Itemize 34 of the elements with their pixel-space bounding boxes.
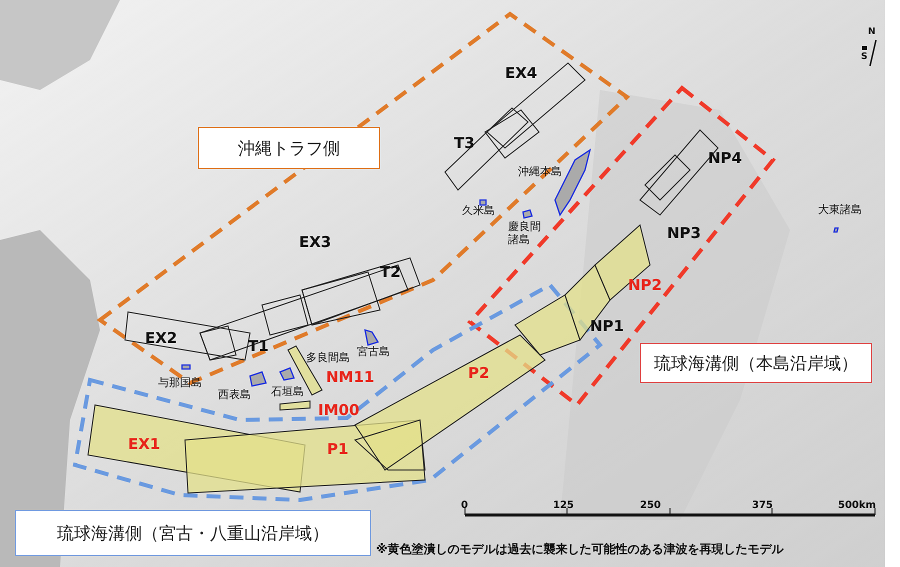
region-label-box	[640, 343, 872, 383]
region-name: 琉球海溝側（本島沿岸域）	[654, 352, 858, 374]
compass-letter: N	[868, 28, 876, 37]
model-label: P1	[327, 442, 348, 457]
island-label: 多良間島	[306, 352, 350, 363]
island-label: 慶良間諸島	[508, 221, 542, 246]
island-label: 宮古島	[357, 346, 390, 357]
compass-letter: S	[861, 53, 868, 62]
island-label: 久米島	[462, 205, 495, 216]
model-label: T3	[454, 136, 475, 151]
scale-label: 250	[640, 501, 661, 511]
model-label: P2	[468, 366, 490, 381]
region-label-box	[15, 510, 371, 556]
model-label: NM11	[326, 370, 374, 385]
scale-label: 0	[461, 501, 468, 511]
region-name: 沖縄トラフ側	[238, 138, 340, 160]
model-label: EX3	[299, 235, 332, 250]
model-label: NP4	[708, 151, 742, 166]
island-label: 大東諸島	[818, 204, 862, 215]
model-label: NP2	[628, 278, 662, 293]
scale-label: 500km	[838, 501, 876, 511]
region-label-box	[198, 127, 380, 169]
model-label: EX4	[505, 66, 538, 81]
scale-label: 375	[752, 501, 773, 511]
model-label: NP1	[590, 319, 624, 334]
scale-label: 125	[553, 501, 574, 511]
model-label: NP3	[667, 226, 701, 241]
model-label: EX2	[145, 331, 178, 346]
model-label: EX1	[128, 437, 160, 452]
island-label: 西表島	[218, 389, 251, 400]
region-name: 琉球海溝側（宮古・八重山沿岸域）	[57, 522, 329, 544]
island-label: 石垣島	[271, 386, 304, 397]
model-label: IM00	[318, 403, 360, 418]
model-label: T2	[380, 265, 401, 280]
